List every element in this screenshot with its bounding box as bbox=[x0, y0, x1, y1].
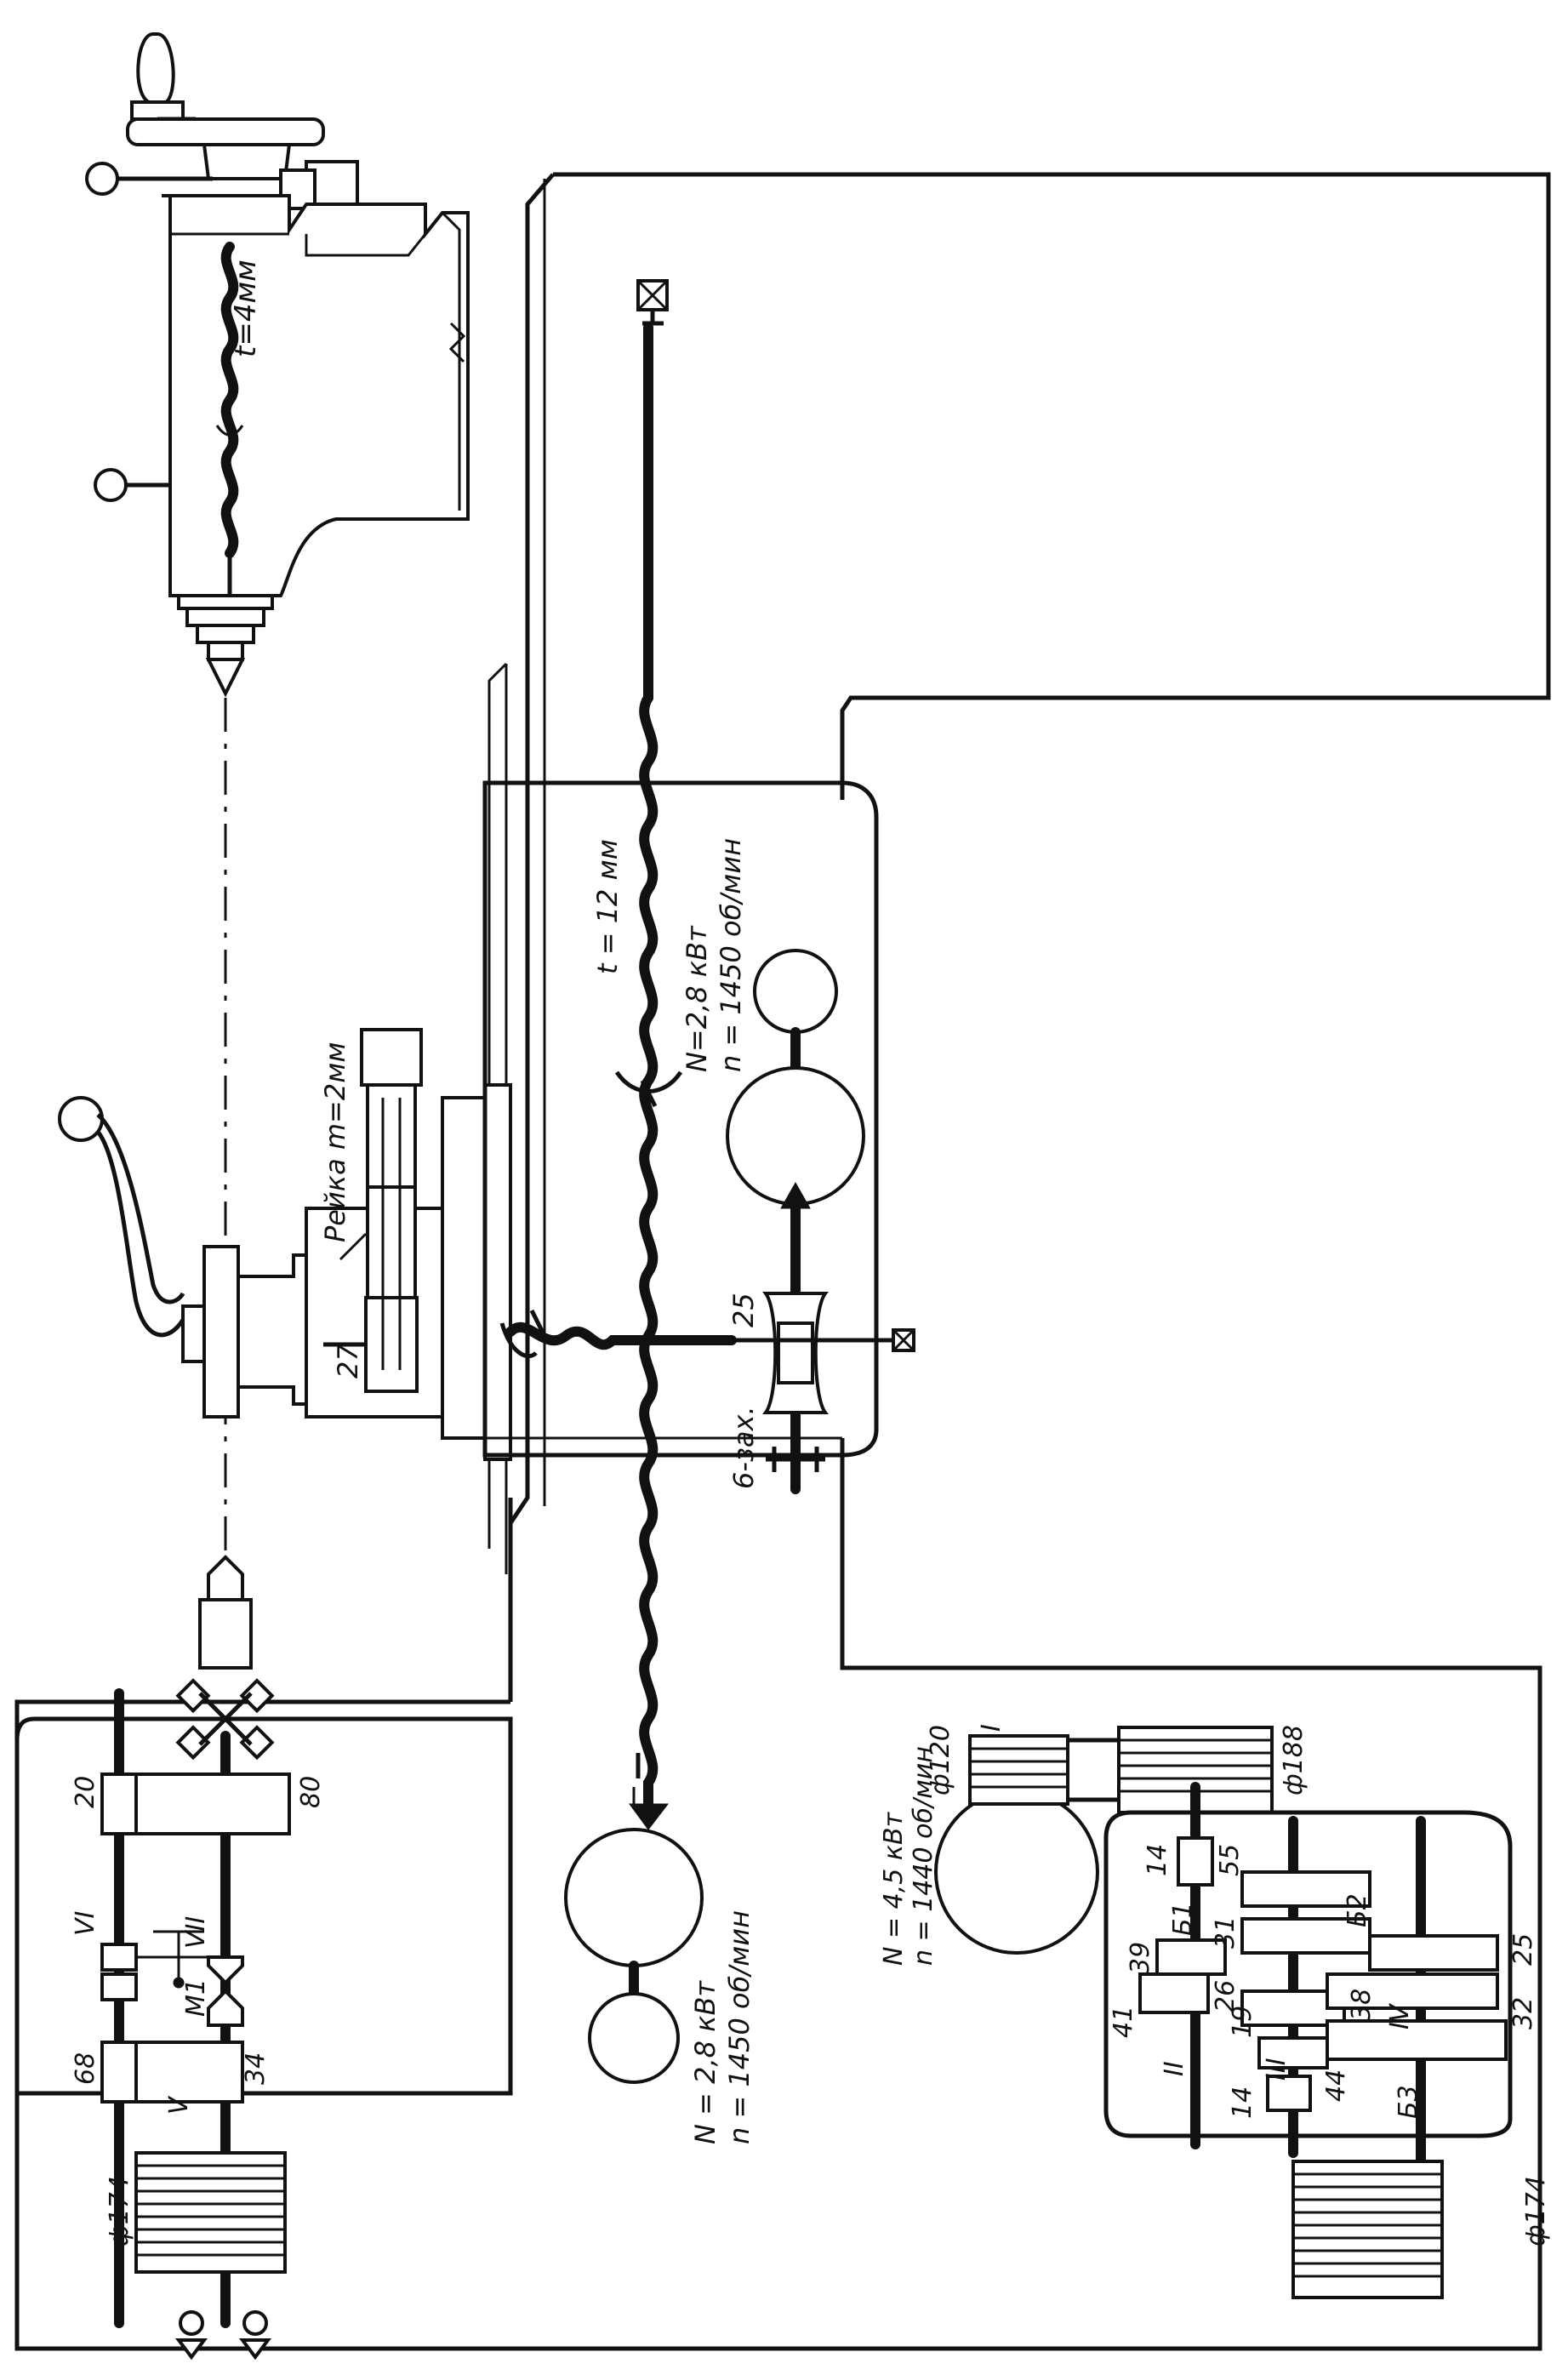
label-block-B3: Б3 bbox=[1394, 2085, 1423, 2119]
label-rack: Рейка m=2мм bbox=[319, 1042, 351, 1242]
motor-main bbox=[934, 1790, 1099, 1955]
label-gear-25-feed: 25 bbox=[727, 1293, 760, 1327]
label-shaft-III: III bbox=[1262, 2058, 1291, 2081]
label-shaft-V: V bbox=[164, 2095, 194, 2115]
label-pulley-120: ф120 bbox=[926, 1725, 955, 1795]
label-motor-upper-power: N=2,8 кВт bbox=[681, 925, 713, 1072]
motor-upper-small bbox=[753, 949, 838, 1034]
top-head-assembly bbox=[85, 32, 470, 698]
headstock-gearbox bbox=[14, 1555, 513, 2360]
label-motor-upper-speed: n = 1450 об/мин bbox=[715, 838, 747, 1072]
label-motor-lower-power: N = 2,8 кВт bbox=[689, 1980, 721, 2144]
label-threads: 6-зах. bbox=[727, 1406, 760, 1489]
label-shaft-IV: IV bbox=[1385, 2002, 1415, 2029]
label-gear-38: 38 bbox=[1347, 1989, 1377, 2021]
motor-lower-small bbox=[588, 1992, 680, 2084]
label-pulley-174-left: ф174 bbox=[105, 2176, 134, 2246]
label-gear-80: 80 bbox=[296, 1776, 326, 1808]
label-pulley-174-right: ф174 bbox=[1521, 2176, 1551, 2246]
lead-screw bbox=[614, 279, 683, 1830]
label-pitch-mid: t = 12 мм bbox=[591, 839, 624, 974]
label-gear-20: 20 bbox=[71, 1776, 100, 1808]
label-shaft-VI: VI bbox=[71, 1910, 100, 1936]
label-gear-26: 26 bbox=[1211, 1980, 1240, 2012]
label-gear-68: 68 bbox=[71, 2052, 100, 2085]
label-shaft-II: II bbox=[1160, 2061, 1189, 2076]
motor-lower-large bbox=[564, 1828, 704, 1967]
label-clutch-M1: M1 bbox=[181, 1978, 211, 2017]
label-gear-19: 19 bbox=[1228, 2006, 1257, 2038]
label-gear-27: 27 bbox=[332, 1344, 364, 1379]
label-motor-main-power: N = 4,5 кВт bbox=[879, 1811, 909, 1966]
label-motor-main-speed: n = 1440 об/мин bbox=[909, 1746, 938, 1966]
label-gear-34: 34 bbox=[241, 2052, 271, 2085]
label-gear-39: 39 bbox=[1126, 1942, 1155, 1974]
label-pulley-188: ф188 bbox=[1279, 1725, 1309, 1795]
label-gear-14-bottom: 14 bbox=[1228, 2086, 1257, 2119]
label-pitch-top: t=4мм bbox=[229, 260, 263, 357]
speed-gearbox bbox=[934, 1726, 1513, 2299]
label-gear-55: 55 bbox=[1215, 1844, 1245, 1876]
label-block-B1: Б1 bbox=[1168, 1902, 1198, 1936]
label-block-B2: Б2 bbox=[1343, 1893, 1372, 1927]
label-gear-14-top: 14 bbox=[1143, 1844, 1172, 1876]
label-gear-25-box: 25 bbox=[1508, 1933, 1538, 1966]
label-shaft-VII: VII bbox=[181, 1916, 211, 1949]
label-gear-41: 41 bbox=[1109, 2006, 1138, 2038]
rack-slide-assembly bbox=[58, 1028, 512, 1461]
label-gear-31: 31 bbox=[1211, 1916, 1240, 1949]
label-gear-32: 32 bbox=[1508, 1997, 1538, 2029]
apron-assembly bbox=[482, 780, 915, 1494]
label-gear-44: 44 bbox=[1321, 2069, 1351, 2102]
label-shaft-I: I bbox=[977, 1724, 1006, 1732]
label-motor-lower-speed: n = 1450 об/мин bbox=[723, 1910, 755, 2144]
